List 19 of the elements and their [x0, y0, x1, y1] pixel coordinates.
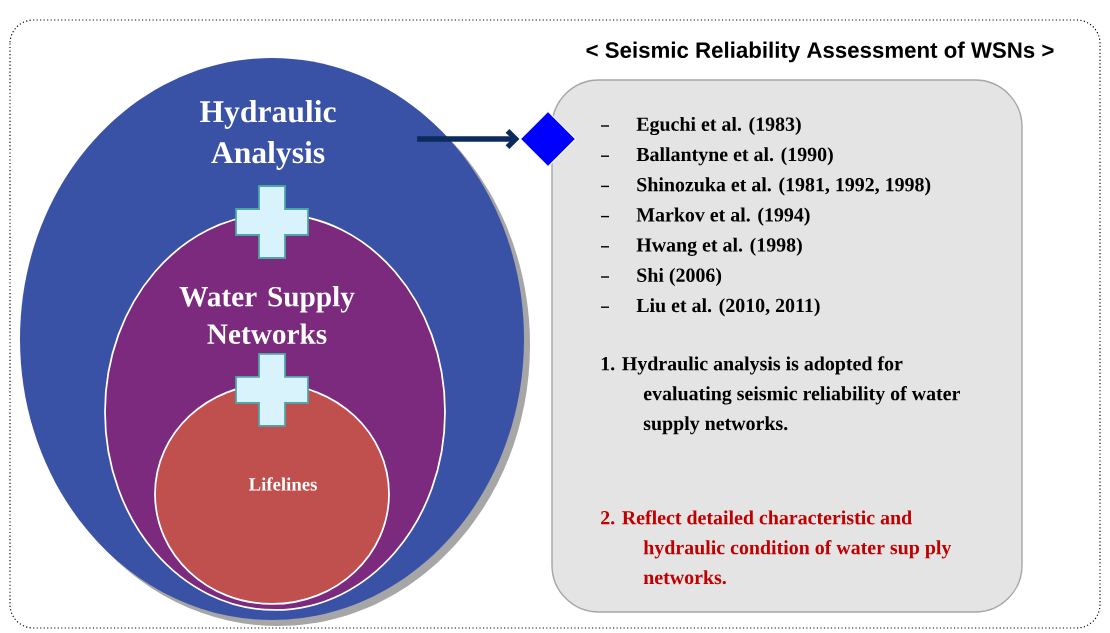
list-item: Liu et al. (2010, 2011) — [636, 298, 820, 317]
list-item: Shi (2006) — [637, 267, 722, 287]
list-item: Hwang et al. (1998) — [636, 237, 802, 256]
numbered-item: 1. Hydraulic analysis is adopted for evaluating seismic reliability of water supply networks. — [601, 356, 960, 435]
list-dash — [600, 215, 610, 218]
list-dash — [600, 246, 610, 248]
list-dash — [600, 276, 610, 278]
list-item: Shinozuka et al. (1981, 1992, 1998) — [637, 177, 931, 196]
list-item: Ballantyne et al. (1990) — [636, 147, 833, 166]
box-heading: < Seismic Reliability Assessment of WSNs > — [586, 41, 1054, 63]
numbered-item: 2. Reflect detailed characteristic and hydraulic condition of water sup ply networks. — [601, 510, 952, 585]
arrow — [417, 128, 520, 150]
list-dash — [600, 306, 610, 308]
list-dash — [600, 155, 610, 157]
list-dash — [600, 125, 610, 127]
list-item: Eguchi et al. (1983) — [636, 116, 801, 136]
list-dash — [600, 185, 610, 188]
diamond-shape — [519, 110, 577, 168]
list-item: Markov et al. (1994) — [636, 207, 810, 226]
